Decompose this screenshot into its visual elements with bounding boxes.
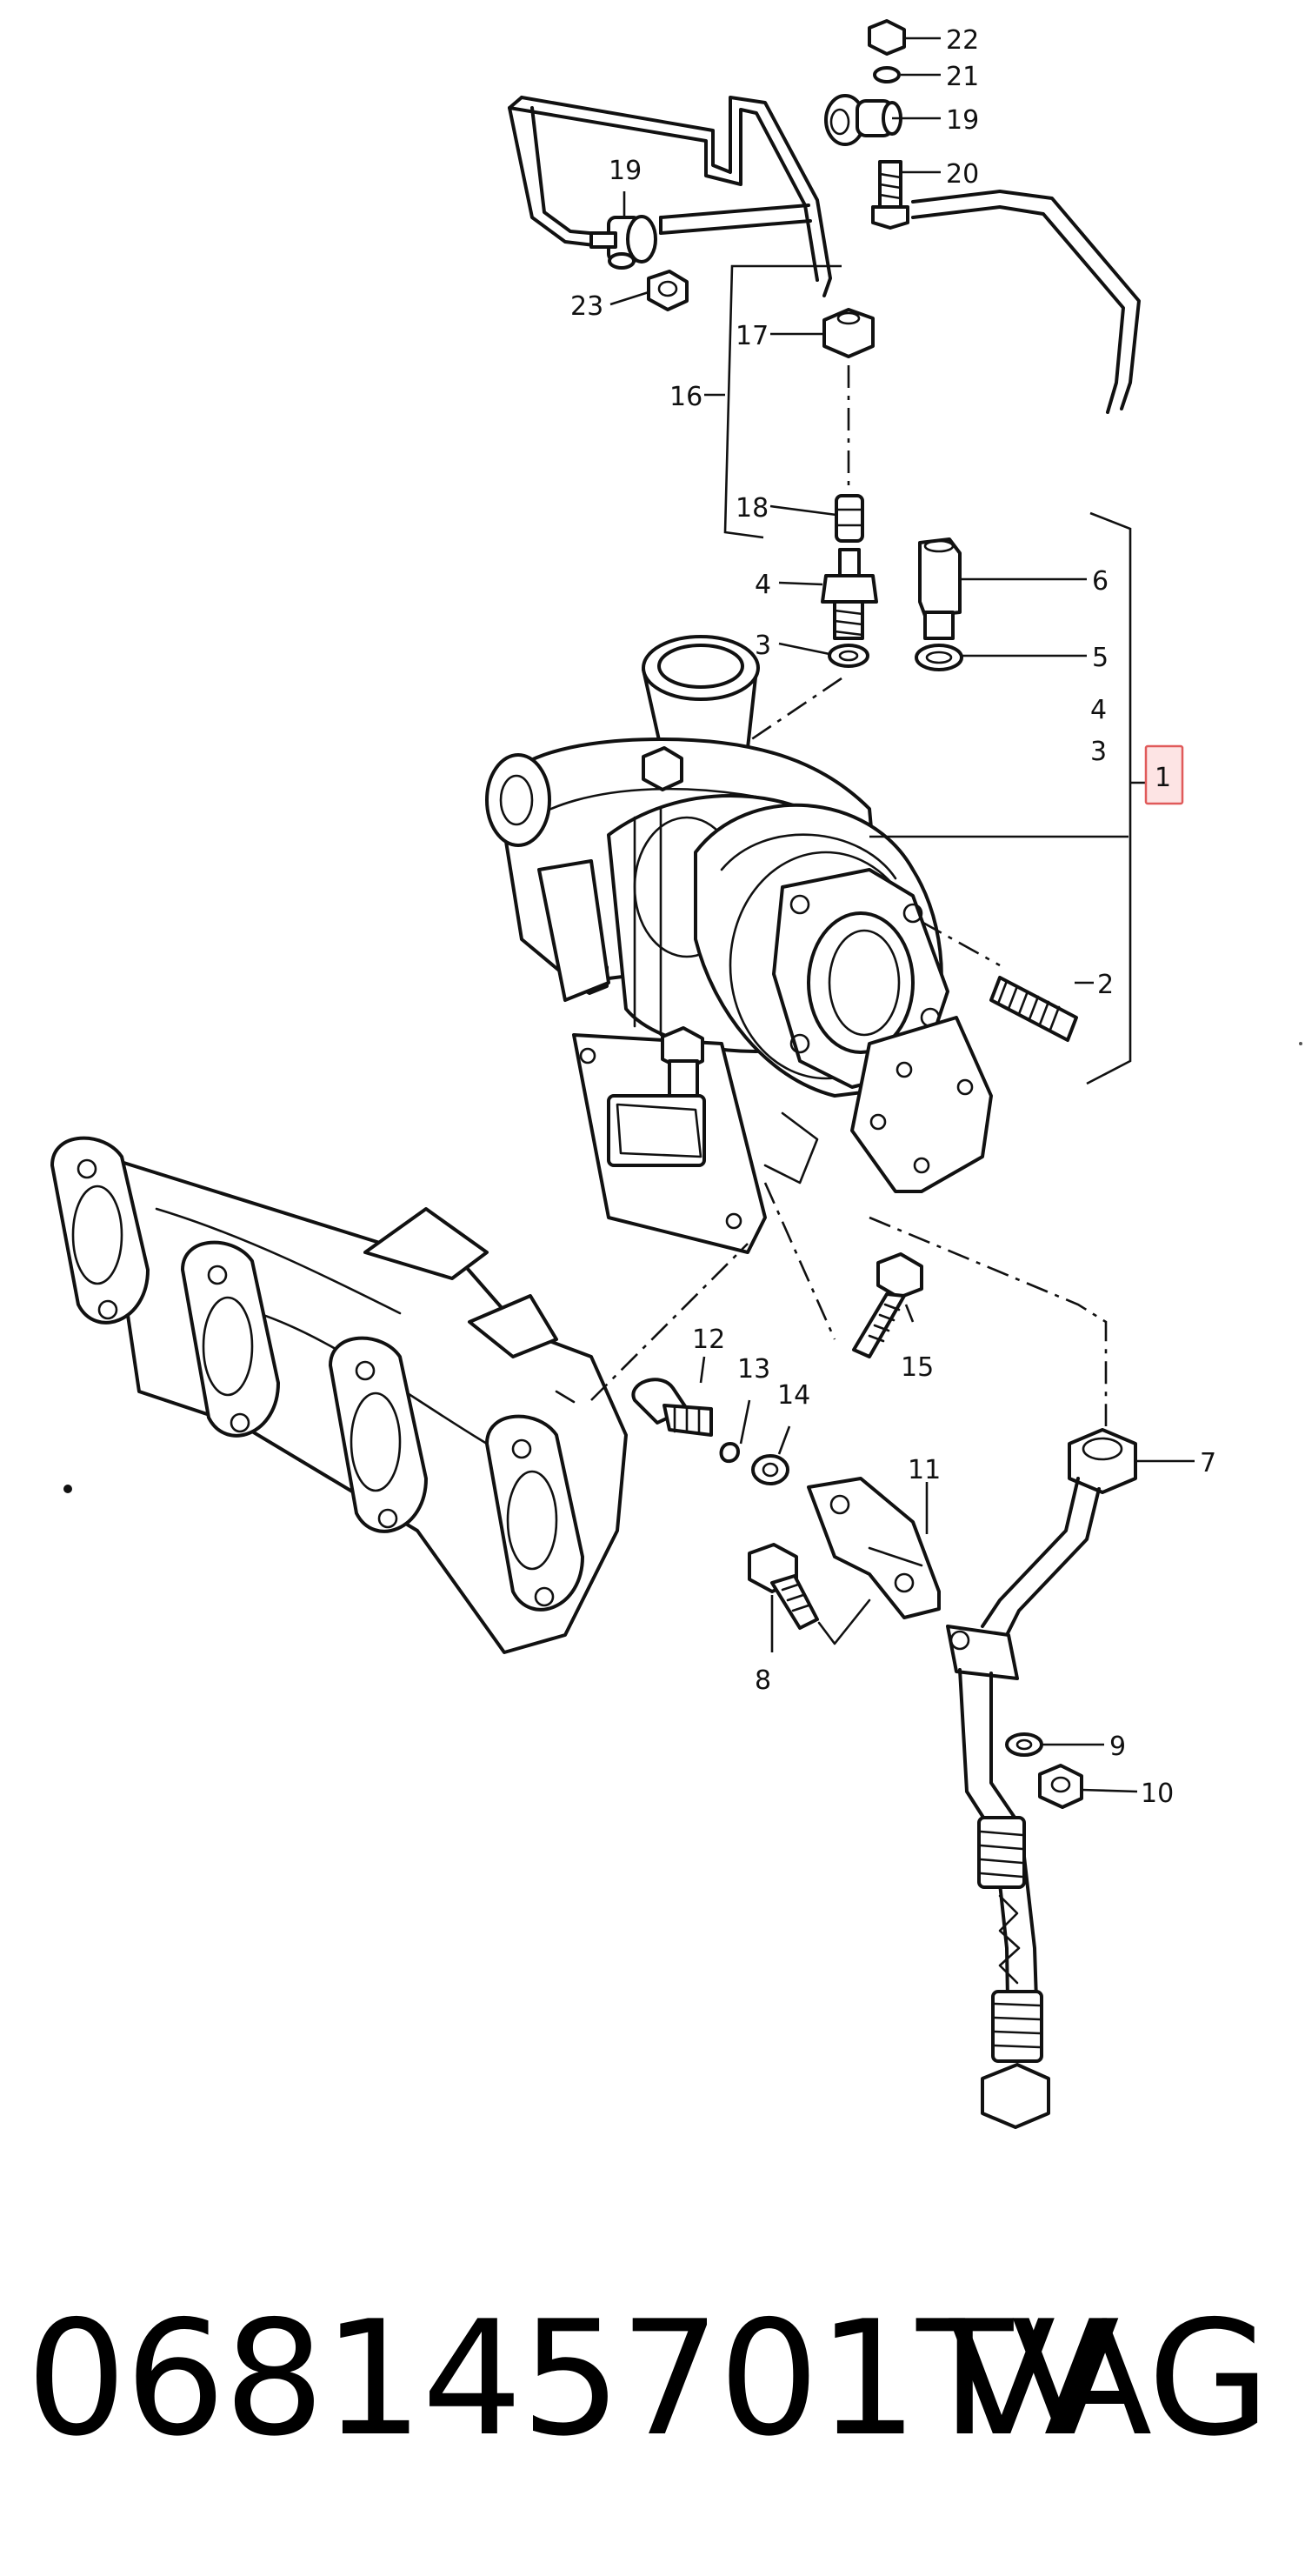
callout-4: 4 <box>755 570 771 600</box>
callout-13: 13 <box>737 1354 770 1385</box>
bracket-11 <box>807 1477 941 1619</box>
callout-20: 20 <box>946 159 979 190</box>
callout-23: 23 <box>570 291 603 322</box>
leader-lines <box>609 37 1195 1793</box>
seal-3 <box>828 644 869 668</box>
callout-6: 6 <box>1092 566 1109 597</box>
callout-11: 11 <box>908 1455 941 1485</box>
callout-22: 22 <box>946 25 979 56</box>
callout-5: 5 <box>1092 643 1109 673</box>
callout-3: 3 <box>755 631 771 661</box>
axis-bolt15 <box>763 1182 836 1340</box>
washer-14 <box>751 1454 789 1485</box>
bracket-16 <box>723 264 767 539</box>
union-nut-17 <box>822 308 875 358</box>
banjo-assembly-right <box>824 19 909 230</box>
exhaust-manifold <box>50 1136 628 1654</box>
callout-1-highlight <box>1144 744 1184 805</box>
oil-return-pipe <box>946 1428 1137 2129</box>
callout-9: 9 <box>1109 1732 1126 1762</box>
axis-bolt8 <box>817 1598 871 1645</box>
callout-19-left: 19 <box>609 156 642 186</box>
callout-7: 7 <box>1200 1448 1216 1478</box>
callout-21: 21 <box>946 62 979 92</box>
callout-4b: 4 <box>1090 695 1107 725</box>
callout-8: 8 <box>755 1665 771 1696</box>
banjo-bolt-left <box>589 215 657 270</box>
olive-18 <box>835 494 864 543</box>
bolt-12 <box>631 1378 713 1437</box>
callout-14: 14 <box>777 1380 810 1411</box>
brand-name: VAG <box>947 2286 1270 2471</box>
spring-washer-13 <box>719 1442 740 1464</box>
callout-16: 16 <box>669 382 702 412</box>
scan-dot <box>63 1485 72 1493</box>
nut-23 <box>647 270 689 311</box>
scan-dot <box>1299 1042 1302 1045</box>
seal-5 <box>915 644 963 671</box>
bracket-1 <box>1086 511 1132 1085</box>
oil-feed-pipe <box>508 96 1141 414</box>
fitting-6 <box>918 537 962 640</box>
callout-18: 18 <box>736 493 769 524</box>
callout-17: 17 <box>736 321 769 351</box>
axis-manifold <box>590 1243 749 1401</box>
part-number: 068145701TV <box>26 2286 1120 2471</box>
adapter-4 <box>821 548 878 640</box>
stud-2 <box>921 920 1078 1042</box>
nut-10 <box>1038 1764 1083 1809</box>
callout-19-right: 19 <box>946 105 979 136</box>
washer-9 <box>1005 1732 1043 1757</box>
callout-10: 10 <box>1141 1779 1174 1809</box>
axis-union7 <box>869 1216 1108 1426</box>
bolt-8 <box>748 1543 819 1630</box>
callout-15: 15 <box>901 1352 934 1383</box>
callout-3b: 3 <box>1090 737 1107 767</box>
callout-1: 1 <box>1155 763 1171 793</box>
footer: 068145701TV VAG <box>0 2279 1305 2479</box>
callout-2: 2 <box>1097 970 1114 1000</box>
callout-labels: 22 21 19 20 19 23 17 16 18 4 3 6 5 4 3 1… <box>570 25 1216 1809</box>
callout-12: 12 <box>692 1325 725 1355</box>
bolt-15 <box>852 1252 923 1358</box>
turbocharger <box>485 635 993 1254</box>
